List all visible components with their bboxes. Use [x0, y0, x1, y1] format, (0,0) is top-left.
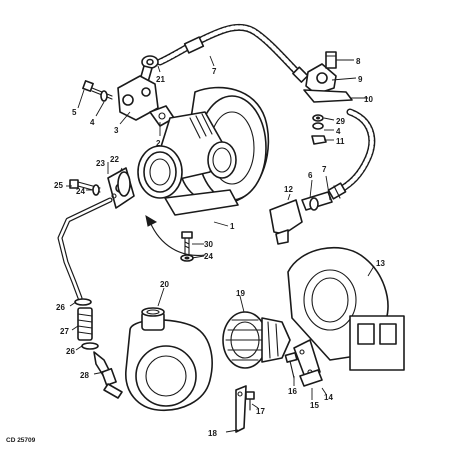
- oil-return-pipe: [57, 197, 113, 301]
- adapter-6: [301, 191, 333, 211]
- turbocharger-assembly: [137, 86, 270, 216]
- callout-17: 17: [256, 407, 265, 416]
- bracket-10: [303, 89, 353, 103]
- gasket-22: [117, 171, 131, 197]
- clamp-18: [235, 385, 247, 433]
- callout-28: 28: [80, 371, 89, 380]
- oil-feed-hose-lower: [336, 108, 376, 194]
- washer-24-lower: [180, 254, 194, 262]
- fitting-7-right: [327, 182, 347, 200]
- callout-14: 14: [324, 393, 333, 402]
- callout-26: 26: [56, 303, 65, 312]
- callout-7: 7: [322, 165, 327, 174]
- washers-29-4: [312, 114, 324, 130]
- callout-30: 30: [204, 240, 213, 249]
- bolt-30: [181, 231, 193, 255]
- clamp-26-upper: [74, 298, 92, 306]
- callout-25: 25: [54, 181, 63, 190]
- banjo-fitting-right: [305, 51, 337, 95]
- callout-15: 15: [310, 401, 319, 410]
- callout-16: 16: [288, 387, 297, 396]
- bolt-5: [82, 80, 113, 102]
- callout-10: 10: [364, 95, 373, 104]
- washer-24-upper: [92, 184, 100, 196]
- callout-9: 9: [358, 75, 363, 84]
- callout-22: 22: [110, 155, 119, 164]
- callout-12: 12: [284, 185, 293, 194]
- oil-inlet-flange: [117, 75, 159, 121]
- callout-4: 4: [90, 118, 95, 127]
- bolt-17: [245, 391, 255, 411]
- nut-11: [311, 135, 327, 145]
- clamp-26-lower: [81, 342, 99, 350]
- block-12: [269, 199, 303, 245]
- callout-13: 13: [376, 259, 385, 268]
- callout-4: 4: [336, 127, 341, 136]
- callout-5: 5: [72, 108, 77, 117]
- callout-24: 24: [204, 252, 213, 261]
- oil-return-hose-27: [77, 307, 93, 341]
- callout-18: 18: [208, 429, 217, 438]
- callout-1: 1: [230, 222, 235, 231]
- oil-feed-hose-upper: [156, 23, 309, 83]
- callout-3: 3: [114, 126, 119, 135]
- compressor-housing-20: [125, 307, 213, 412]
- callout-8: 8: [356, 57, 361, 66]
- lock-plate-15: [299, 369, 323, 387]
- callout-26: 26: [66, 347, 75, 356]
- callout-29: 29: [336, 117, 345, 126]
- callout-20: 20: [160, 280, 169, 289]
- callout-23: 23: [96, 159, 105, 168]
- reference-code: CD 25709: [6, 437, 36, 444]
- turbine-housing-13: [287, 247, 405, 371]
- assembly-arrow: [145, 214, 206, 256]
- callout-2: 2: [156, 139, 161, 148]
- callout-24: 24: [76, 187, 85, 196]
- leader-lines: [66, 55, 375, 433]
- callout-labels: 1 2 3 4 4 5 6 7 7 8 9 10 11 12 13 14 15 …: [6, 57, 385, 444]
- callout-11: 11: [336, 137, 345, 146]
- callout-21: 21: [156, 75, 165, 84]
- callout-27: 27: [60, 327, 69, 336]
- connector-28: [93, 351, 123, 399]
- banjo-fitting-upper: [139, 55, 159, 83]
- bolt-16: [284, 352, 298, 379]
- callout-6: 6: [308, 171, 313, 180]
- cartridge-19: [222, 311, 291, 369]
- callout-19: 19: [236, 289, 245, 298]
- callout-7: 7: [212, 67, 217, 76]
